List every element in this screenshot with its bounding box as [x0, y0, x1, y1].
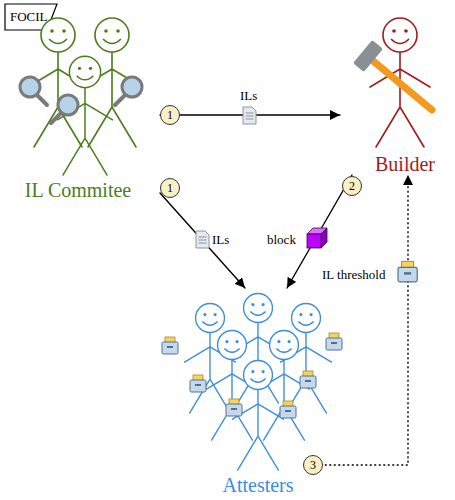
node-label: Builder	[375, 153, 435, 176]
edge-label: block	[267, 232, 296, 247]
edge-label: ILs	[240, 88, 257, 103]
dotted-connector	[312, 175, 408, 465]
glass-lens	[122, 77, 142, 97]
cube-front	[307, 234, 321, 248]
magnifying-glasses	[20, 77, 142, 123]
attesters-group: Attesters	[140, 288, 312, 498]
document-lines	[246, 113, 254, 119]
ballot-icon	[300, 371, 316, 388]
ballot-icon	[326, 333, 342, 350]
committee-group: IL Commitee	[10, 5, 160, 200]
glass-handle	[51, 113, 61, 123]
glass-handle	[37, 95, 47, 105]
ballot-box	[398, 267, 417, 281]
ballot-icon	[226, 399, 242, 416]
edge-label: IL threshold	[322, 267, 385, 282]
block-cube	[307, 228, 327, 248]
cube-side	[321, 228, 327, 248]
document-icon	[196, 231, 209, 248]
hammer-head	[353, 40, 383, 72]
callout-number: 1	[160, 178, 180, 198]
ballot-slot	[404, 272, 411, 274]
builder-figure-box: Builder	[340, 5, 445, 175]
committee-figures	[28, 18, 142, 175]
document-icon	[243, 107, 256, 124]
threshold-ballot	[398, 261, 417, 281]
ballot-icon	[280, 401, 296, 418]
arrow-connector	[160, 193, 245, 288]
callout-number: 1	[160, 105, 180, 125]
ballot-icon	[190, 375, 206, 392]
edge-label: ILs	[212, 232, 229, 247]
hammer	[353, 40, 432, 110]
callout-number: 2	[342, 176, 362, 196]
attester-figures	[185, 294, 332, 471]
node-label: IL Commitee	[25, 179, 131, 202]
glass-lens	[20, 77, 40, 97]
committee-member	[57, 56, 112, 175]
node-label: Attesters	[222, 474, 293, 497]
document-sheet	[196, 231, 209, 248]
attester-ballots	[162, 333, 342, 418]
ballot-icon	[162, 337, 178, 354]
callout-number: 3	[303, 455, 323, 475]
document-lines	[199, 237, 207, 243]
glass-handle	[115, 95, 125, 105]
document-sheet	[243, 107, 256, 124]
glass-lens	[58, 95, 78, 115]
hammer-handle	[372, 60, 432, 110]
diagram-title: FOCIL	[10, 9, 48, 24]
